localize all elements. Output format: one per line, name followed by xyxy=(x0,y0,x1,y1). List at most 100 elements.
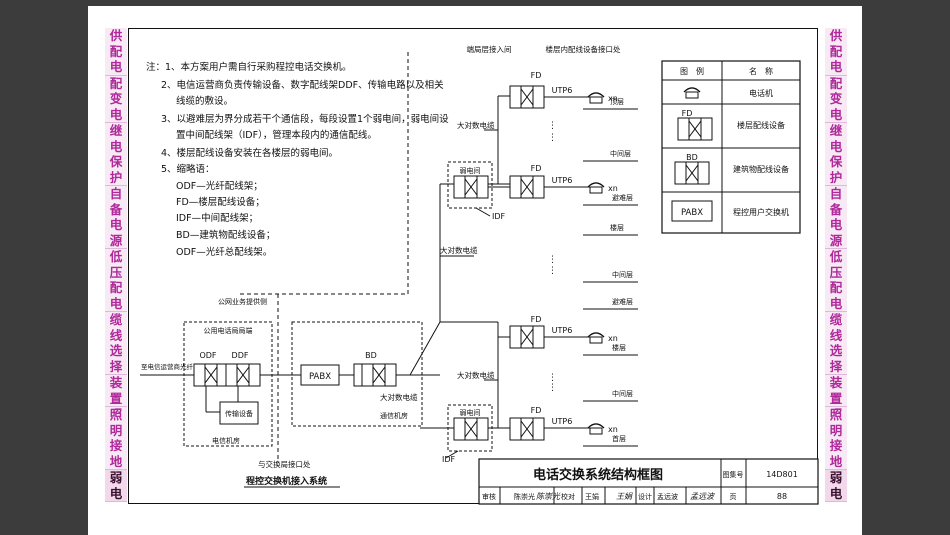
telecom-room-label: 电信机房 xyxy=(212,436,240,445)
category-char: 电 xyxy=(109,138,123,154)
category-tab[interactable]: 自备电源 xyxy=(825,186,847,249)
category-char: 电 xyxy=(109,59,123,74)
category-char: 备 xyxy=(109,201,123,217)
note-line: FD—楼层配线设备； xyxy=(176,196,265,208)
comm-room-label: 通信机房 xyxy=(380,411,408,420)
category-char: 配 xyxy=(829,75,843,91)
phone-icon xyxy=(587,423,605,435)
note-line: BD—建筑物配线设备； xyxy=(176,229,275,241)
note-line: ODF—光纤总配线架。 xyxy=(176,246,272,258)
category-char: 缆 xyxy=(109,312,123,327)
transmission-label: 传输设备 xyxy=(225,409,253,418)
floor-label-ground: 首层 xyxy=(612,434,626,443)
xn-label: xn xyxy=(608,425,618,434)
ellipsis-dots: ⋮ xyxy=(548,266,557,276)
legend-pabx-symbol-label: PABX xyxy=(681,208,703,218)
xn-label: xn xyxy=(608,184,618,193)
legend-name: 楼层配线设备 xyxy=(737,120,785,130)
floor-distributor-icon xyxy=(677,117,713,141)
building-distributor-icon xyxy=(361,363,397,387)
category-tab[interactable]: 继电保护 xyxy=(825,123,847,186)
category-char: 压 xyxy=(829,264,843,280)
category-char: 电 xyxy=(109,106,123,122)
atlas-label: 图集号 xyxy=(723,470,744,479)
category-tab[interactable]: 低压配电 xyxy=(105,249,127,312)
note-line: 3、以避难层为界分成若干个通信段，每段设置1个弱电间，弱电间设 xyxy=(161,113,449,125)
floor-label-floor: 楼层 xyxy=(612,343,626,352)
category-char: 明 xyxy=(829,422,843,438)
category-char: 保 xyxy=(109,154,123,169)
category-char: 电 xyxy=(829,106,843,122)
category-char: 备 xyxy=(829,201,843,217)
category-tab[interactable]: 缆线选择 xyxy=(825,312,847,375)
category-tab[interactable]: 照明接地 xyxy=(105,407,127,470)
left-category-strip: 供配电配变电继电保护自备电源低压配电缆线选择装置照明接地弱电 xyxy=(105,28,127,504)
category-tab[interactable]: 缆线选择 xyxy=(105,312,127,375)
category-char: 供 xyxy=(829,28,843,43)
weak-room-box xyxy=(447,161,493,209)
category-char: 弱 xyxy=(109,470,123,485)
phone-icon xyxy=(587,332,605,344)
transmission-box xyxy=(219,401,259,425)
category-tab[interactable]: 自备电源 xyxy=(105,186,127,249)
upper-riser-group xyxy=(439,95,510,322)
category-tab[interactable]: 继电保护 xyxy=(105,123,127,186)
category-char: 缆 xyxy=(829,312,843,327)
category-tab[interactable]: 配变电 xyxy=(825,75,847,123)
category-char: 弱 xyxy=(829,470,843,485)
fd-label: FD xyxy=(531,164,542,173)
category-tab[interactable]: 配变电 xyxy=(105,75,127,123)
category-char: 照 xyxy=(109,407,123,422)
category-tab[interactable]: 供配电 xyxy=(825,28,847,76)
category-char: 择 xyxy=(109,358,123,374)
public-room-label: 公用电话局局端 xyxy=(204,326,253,335)
page-label: 页 xyxy=(730,493,737,501)
public-room-box xyxy=(183,321,273,447)
category-char: 照 xyxy=(829,407,843,422)
category-char: 保 xyxy=(829,154,843,169)
category-char: 变 xyxy=(829,91,843,106)
design-label: 设计 xyxy=(638,492,652,501)
category-tab[interactable]: 装置 xyxy=(105,375,127,407)
cable-label: 大对数电缆 xyxy=(457,120,495,130)
category-char: 电 xyxy=(829,138,843,154)
category-char: 电 xyxy=(109,485,123,501)
category-char: 护 xyxy=(109,169,123,185)
category-char: 地 xyxy=(829,453,843,469)
category-char: 继 xyxy=(829,123,843,138)
interface-label: 与交换局接口处 xyxy=(258,459,311,469)
category-tab[interactable]: 弱电 xyxy=(825,470,847,502)
category-tab[interactable]: 供配电 xyxy=(105,28,127,76)
odf-label: ODF xyxy=(199,351,216,360)
legend-fd-symbol-label: FD xyxy=(682,109,693,118)
floor-label-refuge: 避难层 xyxy=(612,297,633,306)
category-char: 配 xyxy=(109,75,123,91)
category-tab[interactable]: 低压配电 xyxy=(825,249,847,312)
ellipsis-dots: ⋮ xyxy=(548,373,557,383)
checker-signature: 王娟 xyxy=(616,492,633,501)
idf-icon xyxy=(453,417,489,441)
fd-label: FD xyxy=(531,315,542,324)
category-char: 配 xyxy=(829,280,843,295)
category-tab[interactable]: 照明接地 xyxy=(825,407,847,470)
note-line: IDF—中间配线架； xyxy=(176,212,258,224)
category-char: 接 xyxy=(829,438,843,453)
note-line: ODF—光纤配线架； xyxy=(176,180,263,192)
cable-label: 大对数电缆 xyxy=(440,245,478,255)
category-char: 继 xyxy=(109,123,123,138)
category-char: 置 xyxy=(829,390,843,406)
category-tab[interactable]: 装置 xyxy=(825,375,847,407)
fiber-in-label: 至电信运营商光纤 xyxy=(141,362,194,371)
cable-label: 大对数电缆 xyxy=(380,392,418,402)
category-char: 配 xyxy=(109,280,123,295)
category-char: 装 xyxy=(109,375,123,390)
designer-signature: 孟远波 xyxy=(690,492,716,501)
category-char: 源 xyxy=(109,232,123,248)
category-tab[interactable]: 弱电 xyxy=(105,470,127,502)
right-category-strip: 供配电配变电继电保护自备电源低压配电缆线选择装置照明接地弱电 xyxy=(825,28,847,504)
utp-label: UTP6 xyxy=(552,417,573,426)
note-line: 5、缩略语： xyxy=(161,163,215,175)
designer-name: 孟远波 xyxy=(657,492,678,501)
category-char: 地 xyxy=(109,453,123,469)
weak-room-label: 弱电间 xyxy=(460,166,481,175)
